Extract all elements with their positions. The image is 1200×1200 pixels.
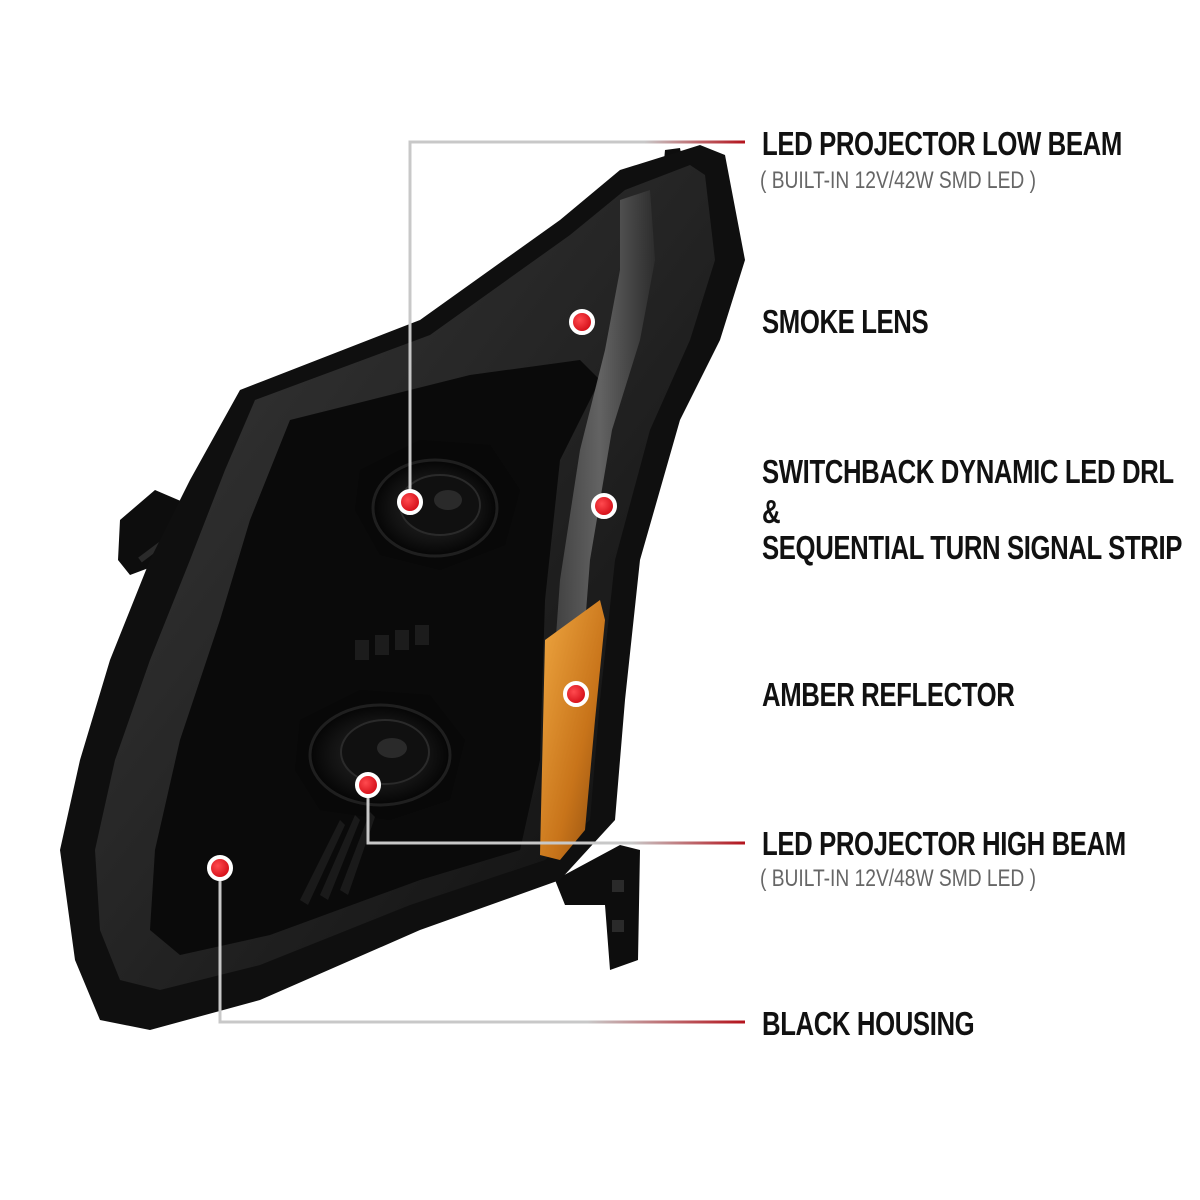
- marker-drl: [591, 493, 617, 519]
- callout-housing-title: BLACK HOUSING: [762, 1005, 975, 1042]
- callout-low-beam-title: LED PROJECTOR LOW BEAM: [762, 125, 1122, 162]
- marker-high-beam: [355, 772, 381, 798]
- low-beam-projector: [355, 440, 520, 570]
- high-beam-projector: [295, 690, 465, 820]
- amber-reflector-lens: [540, 600, 605, 860]
- leader-housing: [218, 868, 745, 1024]
- callout-drl-title-line3: SEQUENTIAL TURN SIGNAL STRIP: [762, 529, 1183, 566]
- housing-fins: [300, 812, 375, 905]
- leader-lines: [218, 140, 745, 1024]
- mounting-bracket-bottom: [555, 845, 640, 970]
- leader-low-beam: [408, 140, 745, 502]
- marker-housing: [207, 855, 233, 881]
- callout-markers: [207, 309, 617, 881]
- callout-drl-title-line1: SWITCHBACK DYNAMIC LED DRL: [762, 453, 1174, 490]
- leader-high-beam: [366, 785, 745, 845]
- marker-low-beam: [397, 489, 423, 515]
- callout-high-beam-subtitle: ( BUILT-IN 12V/48W SMD LED ): [760, 865, 1036, 892]
- callout-low-beam-subtitle: ( BUILT-IN 12V/42W SMD LED ): [760, 167, 1036, 194]
- marker-amber: [563, 681, 589, 707]
- callout-high-beam-title: LED PROJECTOR HIGH BEAM: [762, 825, 1126, 862]
- callout-drl-title-line2: &: [762, 493, 781, 530]
- vent-slats: [355, 625, 429, 660]
- callout-smoke-lens-title: SMOKE LENS: [762, 303, 929, 340]
- marker-smoke-lens: [569, 309, 595, 335]
- callout-amber-title: AMBER REFLECTOR: [762, 676, 1015, 713]
